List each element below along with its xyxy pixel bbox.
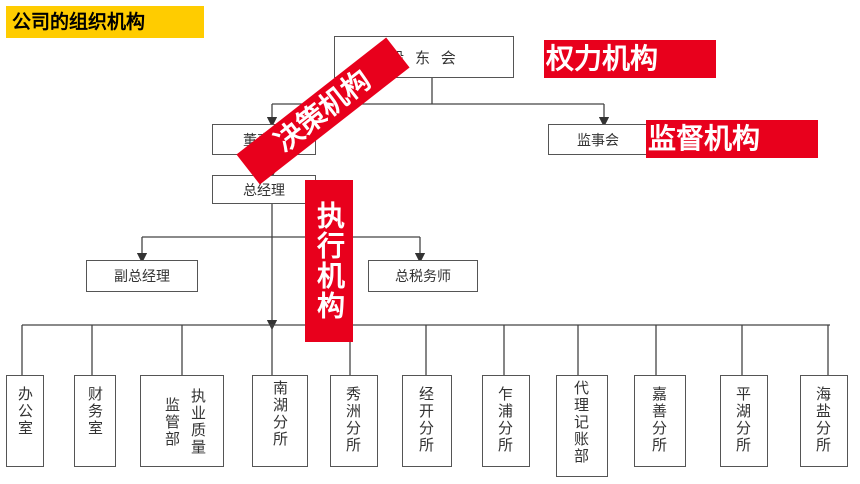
supervisors-box: 监事会 <box>548 124 648 155</box>
department-box-bookkeeping: 代理记账部 <box>556 375 608 477</box>
chief-tax-box: 总税务师 <box>368 260 478 292</box>
deputy-gm-box: 副总经理 <box>86 260 198 292</box>
department-box-xiuzhou: 秀洲分所 <box>330 375 378 467</box>
general-manager-label: 总经理 <box>243 182 285 199</box>
department-box-finance: 财务室 <box>74 375 116 467</box>
chief-tax-label: 总税务师 <box>395 269 451 285</box>
page-title: 公司的组织机构 <box>6 6 204 38</box>
execution-label: 执行机构 <box>305 180 353 342</box>
department-label: 办公室 <box>16 386 34 437</box>
department-label: 嘉善分所 <box>650 386 668 454</box>
department-label: 经开分所 <box>417 386 435 454</box>
department-box-haiyan: 海盐分所 <box>800 375 848 467</box>
power-label: 权力机构 <box>544 40 716 78</box>
department-label: 财务室 <box>86 386 104 437</box>
supervision-label: 监督机构 <box>646 120 818 158</box>
department-label: 代理记账部 <box>572 380 590 465</box>
department-label: 秀洲分所 <box>344 386 362 454</box>
department-box-nanhu: 南湖分所 <box>252 375 308 467</box>
supervisors-label: 监事会 <box>577 132 619 149</box>
department-box-jiashan: 嘉善分所 <box>634 375 686 467</box>
department-box-pinghu: 平湖分所 <box>720 375 768 467</box>
department-box-office: 办公室 <box>6 375 44 467</box>
deputy-gm-label: 副总经理 <box>114 269 170 285</box>
department-label: 执业质量监管部 <box>163 388 207 456</box>
department-box-quality: 执业质量监管部 <box>140 375 224 467</box>
department-label: 平湖分所 <box>734 386 752 454</box>
department-label: 海盐分所 <box>814 386 832 454</box>
department-box-jingkai: 经开分所 <box>402 375 452 467</box>
department-box-zhapu: 乍浦分所 <box>482 375 530 467</box>
department-label: 乍浦分所 <box>496 386 514 454</box>
department-label: 南湖分所 <box>271 380 289 448</box>
